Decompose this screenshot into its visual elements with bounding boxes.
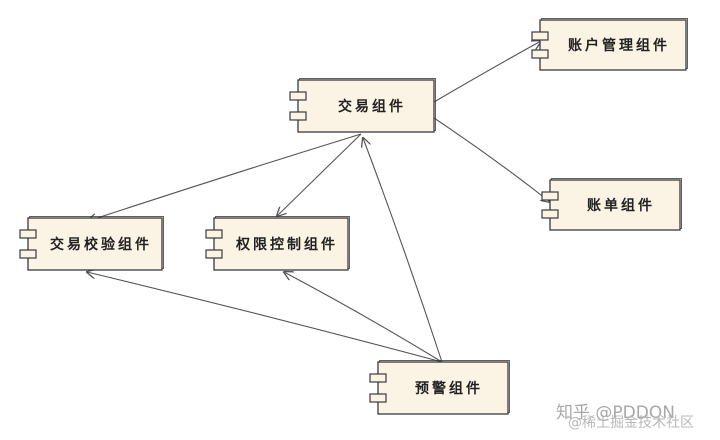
component-label: 账户管理组件: [568, 37, 670, 54]
component-port-icon: [205, 249, 223, 259]
component-port-icon: [531, 31, 549, 41]
component-port-icon: [289, 91, 307, 101]
edge-jiaoyi-to-jiaoyan: [88, 133, 362, 221]
component-box: [297, 79, 435, 133]
component-label: 预警组件: [415, 380, 483, 397]
component-port-icon: [19, 229, 37, 239]
component-zhanghu[interactable]: 账户管理组件: [531, 18, 688, 71]
component-port-icon: [541, 209, 559, 219]
watermark-sub: @稀土掘金技术社区: [568, 415, 694, 431]
component-label: 交易校验组件: [50, 236, 152, 253]
edge-jiaoyi-to-zhanghu: [433, 41, 541, 103]
edges-layer: [87, 41, 550, 363]
component-port-icon: [531, 49, 549, 59]
component-box: [549, 179, 681, 231]
component-jiaoyan[interactable]: 交易校验组件: [19, 216, 164, 271]
edge-jiaoyi-to-quanxian: [277, 133, 362, 216]
edge-jiaoyi-to-zhangdan: [433, 117, 550, 202]
component-label: 交易组件: [338, 98, 406, 115]
watermark-main: 知乎 @PDDON: [556, 403, 675, 423]
component-quanxian[interactable]: 权限控制组件: [205, 216, 350, 271]
component-port-icon: [289, 111, 307, 121]
component-port-icon: [369, 373, 387, 383]
edge-yujing-to-jiaoyan: [87, 272, 443, 363]
component-yujing[interactable]: 预警组件: [369, 360, 510, 415]
component-box: [377, 361, 509, 415]
component-label: 账单组件: [587, 197, 655, 214]
component-box: [27, 217, 163, 271]
component-port-icon: [19, 249, 37, 259]
component-zhangdan[interactable]: 账单组件: [541, 178, 682, 231]
edge-yujing-to-jiaoyi: [363, 138, 443, 363]
edge-yujing-to-quanxian: [284, 272, 443, 363]
component-box: [213, 217, 349, 271]
component-jiaoyi[interactable]: 交易组件: [289, 78, 436, 133]
component-port-icon: [541, 191, 559, 201]
component-port-icon: [205, 229, 223, 239]
component-box: [539, 19, 687, 71]
component-port-icon: [369, 393, 387, 403]
component-label: 权限控制组件: [235, 236, 338, 253]
